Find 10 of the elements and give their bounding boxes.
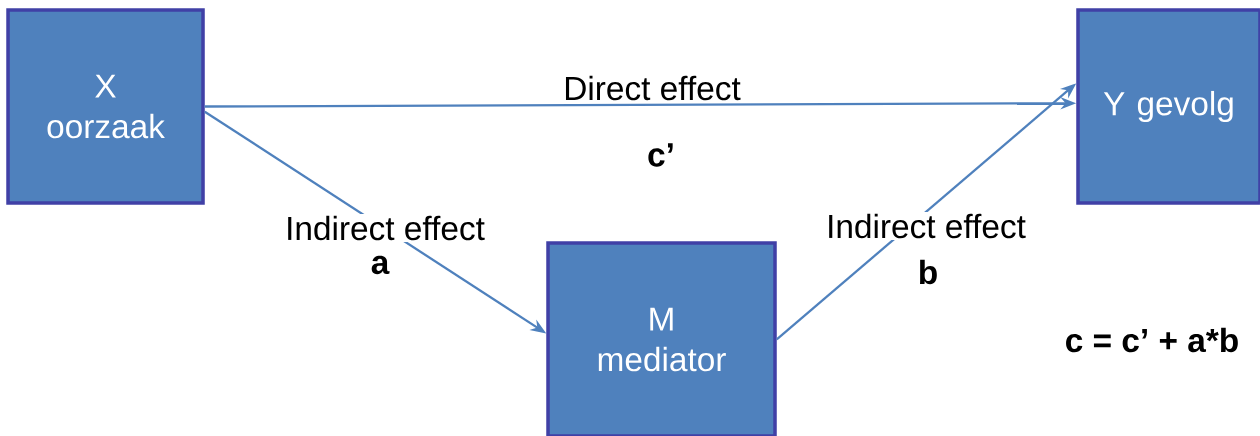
- path-coefficient: b: [920, 259, 937, 285]
- edge-label: Indirect effect: [824, 212, 1028, 240]
- variable-box: X oorzaak: [6, 8, 205, 205]
- path-coefficient: c’: [648, 143, 673, 167]
- edge-label: Direct effect: [561, 74, 743, 102]
- path-coefficient: a: [371, 255, 390, 275]
- variable-box: M mediator: [546, 241, 777, 436]
- formula-text: c = c’ + a*b: [1066, 327, 1238, 353]
- edge-label: Indirect effect: [283, 214, 487, 242]
- variable-box: Y gevolg: [1076, 8, 1260, 205]
